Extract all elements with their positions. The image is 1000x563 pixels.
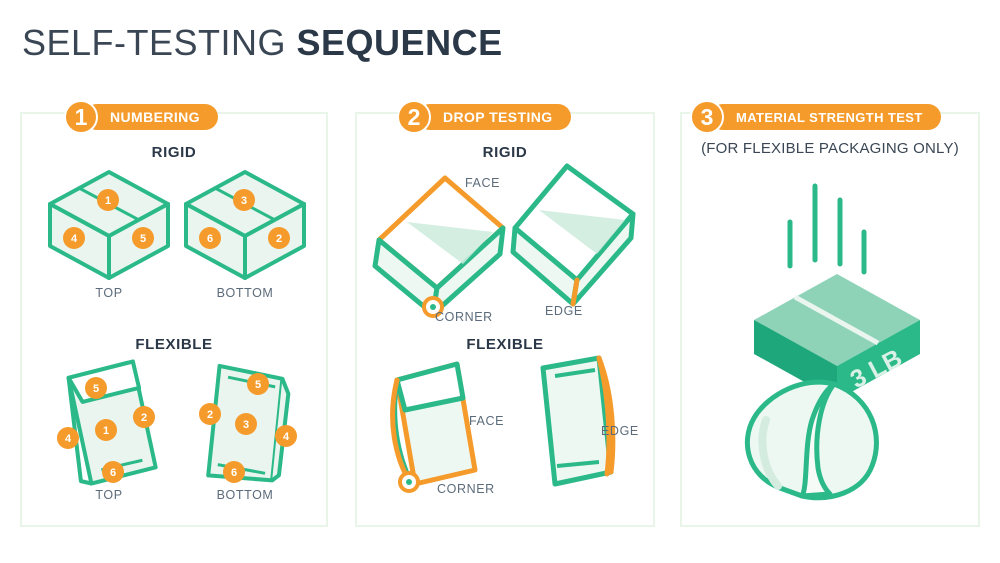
panel-material-strength: 3 MATERIAL STRENGTH TEST (FOR FLEXIBLE P…: [680, 100, 980, 527]
page-title-light: SELF-TESTING: [22, 22, 297, 63]
number-badge-flex-2: 2: [133, 406, 155, 428]
number-badge-6-text: 6: [207, 233, 213, 245]
panel-number-badge: 3: [690, 100, 724, 134]
number-badge-4-text: 4: [71, 233, 78, 245]
number-badge-flexb-6-text: 6: [231, 467, 237, 479]
number-badge-flexb-2: 2: [199, 403, 221, 425]
caption-rigid-face: FACE: [465, 176, 501, 190]
caption-rigid-edge: EDGE: [545, 304, 583, 318]
flexible-top-bag: 5 1 2 4 6: [57, 359, 158, 486]
caption-rigid-corner: CORNER: [435, 310, 493, 324]
caption-rigid-top: TOP: [95, 286, 123, 300]
number-badge-1: 1: [97, 189, 119, 211]
caption-flexible-bottom: BOTTOM: [216, 488, 274, 502]
flexible-bag-face-corner: [390, 361, 478, 493]
number-badge-flex-6-text: 6: [110, 467, 116, 479]
panel-number-badge: 1: [64, 100, 98, 134]
panel-label-pill: NUMBERING: [84, 104, 218, 130]
flexible-bag-edge: [540, 355, 616, 487]
number-badge-flex-4-text: 4: [65, 433, 72, 445]
panel-label: DROP TESTING: [443, 109, 553, 125]
number-badge-flexb-4: 4: [275, 425, 297, 447]
panel-drop-testing: 2 DROP TESTING RIGID FACE CORNER EDGE FL…: [355, 100, 655, 527]
number-badge-3-text: 3: [241, 195, 247, 207]
rigid-top-box: 1 4 5: [48, 170, 170, 280]
number-badge-2: 2: [268, 227, 290, 249]
caption-rigid-bottom: BOTTOM: [216, 286, 274, 300]
section-title-flexible: FLEXIBLE: [466, 336, 544, 353]
rigid-open-box-edge: [510, 163, 636, 307]
panel-label-pill: MATERIAL STRENGTH TEST: [710, 104, 941, 130]
number-badge-flex-4: 4: [57, 427, 79, 449]
caption-flexible-edge: EDGE: [601, 424, 639, 438]
panel-label: MATERIAL STRENGTH TEST: [736, 109, 923, 125]
number-badge-flex-1: 1: [95, 419, 117, 441]
caption-flexible-top: TOP: [95, 488, 123, 502]
number-badge-6: 6: [199, 227, 221, 249]
number-badge-flexb-6: 6: [223, 461, 245, 483]
number-badge-flex-2-text: 2: [141, 412, 147, 424]
rigid-open-box-face-corner: [372, 175, 506, 318]
number-badge-flexb-4-text: 4: [283, 431, 290, 443]
motion-lines-icon: [787, 183, 867, 275]
number-badge-flex-6: 6: [102, 461, 124, 483]
weight-box-icon: 3 LB: [754, 274, 920, 400]
number-badge-2-text: 2: [276, 233, 282, 245]
number-badge-5: 5: [132, 227, 154, 249]
number-badge-flexb-3-text: 3: [243, 419, 249, 431]
panel-label-pill: DROP TESTING: [417, 104, 571, 130]
number-badge-flexb-2-text: 2: [207, 409, 213, 421]
edge-highlight-line: [570, 277, 580, 307]
flexible-pouch-illustration: [744, 379, 879, 501]
number-badge-flexb-3: 3: [235, 413, 257, 435]
panel-label: NUMBERING: [110, 109, 200, 125]
number-badge-1-text: 1: [105, 195, 111, 207]
section-title-rigid: RIGID: [482, 144, 528, 161]
number-badge-4: 4: [63, 227, 85, 249]
panel-note: (FOR FLEXIBLE PACKAGING ONLY): [701, 140, 959, 157]
number-badge-flex-5: 5: [85, 377, 107, 399]
panel-numbering: 1 NUMBERING RIGID 1 4 5 TOP 3: [20, 100, 328, 527]
panel-number-badge: 2: [397, 100, 431, 134]
weight-box-illustration: 3 LB: [754, 183, 920, 400]
number-badge-flex-5-text: 5: [93, 383, 99, 395]
panel-material-strength-header: 3 MATERIAL STRENGTH TEST: [690, 100, 941, 134]
number-badge-flex-1-text: 1: [103, 425, 109, 437]
page-title-bold: SEQUENCE: [296, 22, 503, 63]
rigid-bottom-box: 3 6 2: [184, 170, 306, 280]
number-badge-flexb-5-text: 5: [255, 379, 261, 391]
caption-flexible-corner: CORNER: [437, 482, 495, 496]
number-badge-5-text: 5: [140, 233, 146, 245]
section-title-flexible: FLEXIBLE: [135, 336, 213, 353]
number-badge-flexb-5: 5: [247, 373, 269, 395]
flexible-bottom-bag: 5 2 3 4 6: [199, 363, 297, 483]
section-title-rigid: RIGID: [151, 144, 197, 161]
panel-drop-testing-header: 2 DROP TESTING: [397, 100, 571, 134]
panel-numbering-header: 1 NUMBERING: [64, 100, 218, 134]
page-title: SELF-TESTING SEQUENCE: [22, 22, 503, 64]
number-badge-3: 3: [233, 189, 255, 211]
caption-flexible-face: FACE: [469, 414, 505, 428]
